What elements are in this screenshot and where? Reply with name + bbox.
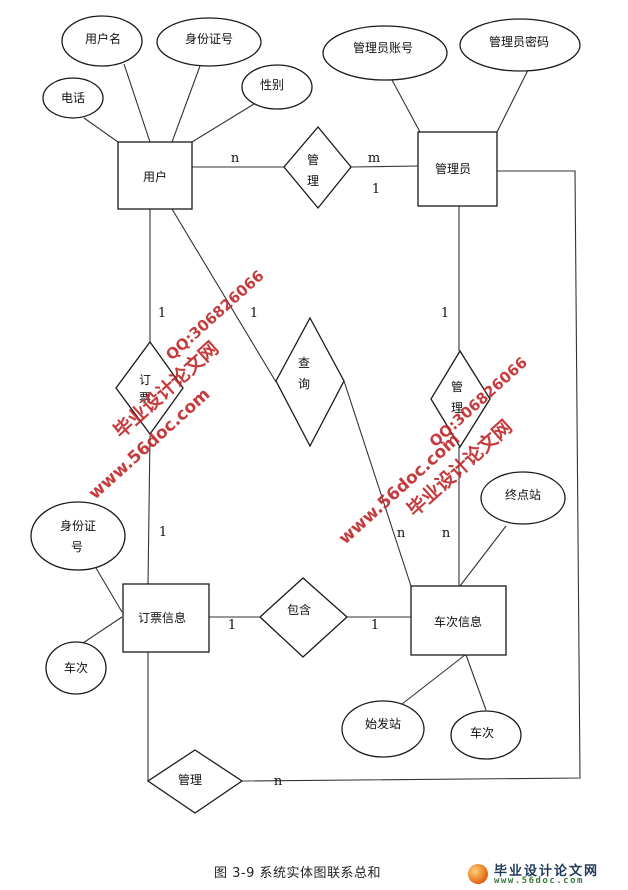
card-manage-train-n: n [442,526,451,541]
entity-admin[interactable]: 管理员 [417,131,498,207]
rel-book-label-2: 票 [139,391,151,405]
card-user-query-1: 1 [250,306,258,321]
attr-admin-password[interactable]: 管理员密码 [459,18,581,72]
attr-user-idcard-label: 身份证号 [185,31,233,46]
entity-train-label: 车次信息 [434,614,482,629]
line-manage-admin-loop [241,170,581,782]
attr-user-phone-label: 电话 [61,91,85,105]
rel-manage-user-admin-label-2: 理 [307,174,319,188]
line-admin-account [391,79,421,133]
rel-manage-user-admin-label-1: 管 [307,152,319,167]
card-contain-train-1: 1 [371,618,379,633]
card-ticket-contain-1: 1 [228,618,236,633]
logo-globe-icon [468,864,488,884]
line-user-idcard [171,65,201,143]
attr-train-trainno-label: 车次 [470,725,494,740]
entity-train[interactable]: 车次信息 [410,585,507,656]
line-ticket-trainno [76,616,123,648]
figure-caption: 图 3-9 系统实体图联系总和 [214,866,381,881]
rel-query-label-1: 查 [298,356,310,370]
card-user-book-1: 1 [158,306,166,321]
attr-train-terminal-label: 终点站 [505,487,541,502]
rel-manage-admin-train[interactable]: 管 理 [430,349,491,449]
attr-user-phone[interactable]: 电话 [42,77,104,119]
attr-train-origin[interactable]: 始发站 [341,700,425,758]
line-train-terminal [459,525,507,587]
attr-user-idcard[interactable]: 身份证号 [156,17,262,67]
rel-manage-admin-train-label-2: 理 [451,401,463,415]
entity-admin-label: 管理员 [435,161,471,176]
line-user-phone [83,117,119,143]
entity-user[interactable]: 用户 [117,141,193,210]
rel-contain[interactable]: 包含 [259,577,348,658]
attr-train-trainno[interactable]: 车次 [450,710,522,760]
attr-user-gender-label: 性别 [260,78,284,92]
card-manage-admin-1: 1 [372,182,380,197]
attr-admin-account-label: 管理员账号 [353,40,413,55]
site-logo: 毕业设计论文网 www.56doc.com [468,860,628,888]
attr-train-terminal[interactable]: 终点站 [480,471,566,525]
logo-url: www.56doc.com [494,876,584,886]
attr-ticket-idcard-label-1: 身份证 [60,518,96,533]
attr-ticket-trainno[interactable]: 车次 [45,641,107,695]
entity-ticket-label: 订票信息 [138,610,186,625]
line-train-origin [401,654,466,705]
card-book-ticket-1: 1 [159,525,167,540]
line-admin-password [496,69,529,133]
attr-train-origin-label: 始发站 [365,716,401,731]
card-admin-manage-1: 1 [441,306,449,321]
cardinalities: n m 1 1 1 1 1 n n 1 1 n [158,151,451,789]
line-query-train [343,380,412,587]
rel-manage-admin-train-label-1: 管 [451,379,463,394]
entity-user-label: 用户 [143,169,167,184]
line-train-trainno [465,654,487,711]
line-ticket-idcard [95,567,123,613]
line-user-query [171,208,277,383]
attr-admin-password-label: 管理员密码 [489,34,549,49]
rel-query[interactable]: 查 询 [275,316,345,448]
rel-book-label-1: 订 [139,373,151,387]
card-user-manage-n: n [231,151,240,166]
attr-admin-account[interactable]: 管理员账号 [322,25,448,81]
attr-ticket-trainno-label: 车次 [64,660,88,675]
line-book-ticket [147,435,151,585]
rel-contain-label: 包含 [287,602,311,617]
card-query-train-n: n [397,526,406,541]
rel-manage-ticket-label: 管理 [178,772,202,787]
line-user-name [123,63,151,143]
attr-ticket-idcard[interactable]: 身份证 号 [30,501,126,571]
rel-book[interactable]: 订 票 [115,340,184,436]
rel-manage-user-admin[interactable]: 管 理 [283,125,352,210]
card-manage-ticket-n: n [274,774,283,789]
line-user-gender [191,103,255,143]
rel-query-label-2: 询 [298,377,310,391]
logo-title: 毕业设计论文网 [494,864,600,879]
attr-user-name[interactable]: 用户名 [61,15,143,67]
connectors [76,63,581,782]
entity-ticket[interactable]: 订票信息 [122,583,210,653]
rel-manage-ticket[interactable]: 管理 [146,749,244,814]
attr-user-name-label: 用户名 [85,31,121,46]
line-manage-admin [350,165,419,168]
card-manage-admin-m: m [368,151,380,166]
watermark-left: www.56doc.com 毕业设计论文网 QQ:306826066 [85,267,268,504]
attr-ticket-idcard-label-2: 号 [71,540,83,554]
attr-user-gender[interactable]: 性别 [241,64,313,110]
